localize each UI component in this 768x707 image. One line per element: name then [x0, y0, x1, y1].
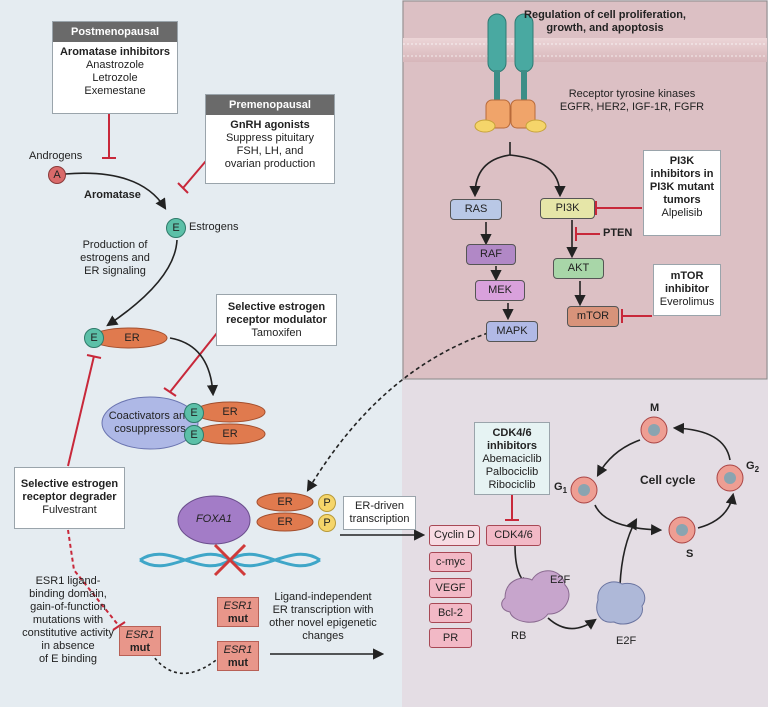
pi3k-node: PI3K — [540, 198, 595, 219]
estrogen-coactivator-2: E — [184, 425, 204, 445]
drug-fulvestrant: Fulvestrant — [42, 504, 97, 516]
serd-box: Selective estrogen receptor degrader Ful… — [14, 467, 125, 529]
phase-g2: G2 — [746, 460, 760, 475]
cell-membrane — [403, 38, 767, 62]
drug-letrozole: Letrozole — [92, 72, 138, 84]
cell-cycle-title: Cell cycle — [640, 473, 696, 487]
gnrh-line-2: FSH, LH, and — [236, 145, 304, 157]
estrogen-symbol: E — [166, 218, 186, 238]
coactivators-graphic — [101, 396, 199, 450]
e2f-label-free: E2F — [616, 635, 637, 647]
e2f-protein-graphic — [596, 581, 646, 625]
er-label-dna-1: ER — [277, 496, 293, 508]
er-label-main: ER — [124, 332, 140, 344]
premenopausal-box: Premenopausal GnRH agonists Suppress pit… — [205, 94, 335, 184]
rtk-panel-header: Regulation of cell proliferation,growth,… — [524, 9, 686, 34]
esr1-description: ESR1 ligand-binding domain,gain-of-funct… — [22, 575, 114, 665]
androgen-symbol: A — [48, 166, 66, 184]
premenopausal-header: Premenopausal — [206, 95, 334, 115]
estrogen-bound-symbol: E — [84, 328, 104, 348]
postmenopausal-header: Postmenopausal — [53, 22, 177, 42]
target-vegf: VEGF — [429, 578, 472, 598]
cell-cycle-cells — [570, 416, 744, 544]
akt-node: AKT — [553, 258, 604, 279]
mtor-node: mTOR — [567, 306, 619, 327]
aromatase-inhibitors-title: Aromatase inhibitors — [59, 46, 171, 58]
dna-helix-graphic — [139, 543, 321, 577]
phosphate-symbol-1: P — [318, 494, 336, 512]
rb-protein-graphic — [501, 570, 570, 623]
mek-node: MEK — [475, 280, 525, 301]
androgens-label: Androgens — [29, 150, 83, 162]
receptor-tyrosine-kinase-graphic — [474, 13, 547, 133]
foxa1-graphic — [177, 495, 251, 545]
aromatase-label: Aromatase — [84, 189, 141, 201]
cdk46-node: CDK4/6 — [486, 525, 541, 546]
gnrh-agonists-title: GnRH agonists — [230, 119, 310, 131]
er-label-dna-2: ER — [277, 516, 293, 528]
drug-exemestane: Exemestane — [84, 85, 146, 97]
er-label-coact-2: ER — [222, 428, 238, 440]
estrogen-coactivator-1: E — [184, 403, 204, 423]
target-cyclin-d: Cyclin D — [429, 525, 480, 546]
target-c-myc: c-myc — [429, 552, 472, 572]
serm-box: Selective estrogen receptor modulator Ta… — [216, 294, 337, 346]
raf-node: RAF — [466, 244, 516, 265]
estrogens-label: Estrogens — [189, 221, 239, 233]
gnrh-line-3: ovarian production — [224, 158, 316, 170]
drug-alpelisib: Alpelisib — [661, 207, 703, 219]
rb-label: RB — [511, 630, 527, 642]
foxa1-label: FOXA1 — [195, 513, 233, 525]
drug-anastrozole: Anastrozole — [85, 59, 145, 71]
phosphate-symbol-2: P — [318, 514, 336, 532]
drug-abemaciclib: Abemaciclib — [482, 453, 542, 465]
ras-node: RAS — [450, 199, 502, 220]
drug-everolimus: Everolimus — [659, 296, 715, 308]
drug-ribociclib: Ribociclib — [488, 479, 536, 491]
postmenopausal-box: Postmenopausal Aromatase inhibitors Anas… — [52, 21, 178, 114]
pten-label: PTEN — [603, 227, 633, 239]
target-bcl-2: Bcl-2 — [429, 603, 472, 623]
phase-g1: G1 — [554, 481, 568, 496]
gnrh-line-1: Suppress pituitary — [225, 132, 315, 144]
phase-s: S — [686, 548, 694, 560]
er-driven-box: ER-driven transcription — [343, 496, 416, 530]
target-pr: PR — [429, 628, 472, 648]
e2f-label-rb: E2F — [550, 574, 571, 586]
drug-palbociclib: Palbociclib — [485, 466, 539, 478]
er-label-coact-1: ER — [222, 406, 238, 418]
phase-m: M — [650, 402, 660, 414]
mapk-node: MAPK — [486, 321, 538, 342]
drug-tamoxifen: Tamoxifen — [251, 327, 302, 339]
